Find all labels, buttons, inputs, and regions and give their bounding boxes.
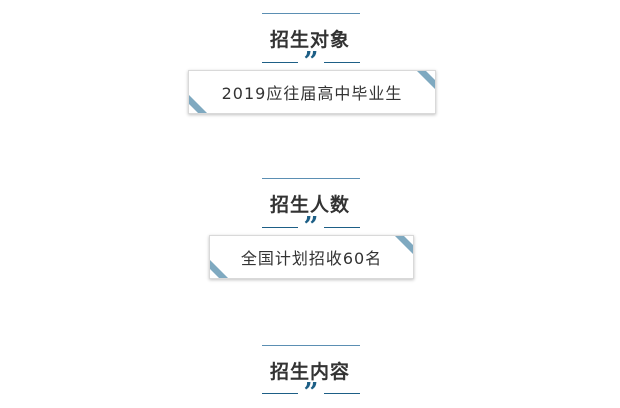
corner-cut-bottom-left <box>210 269 219 278</box>
content-card: 2019应往届高中毕业生 <box>188 70 436 114</box>
quote-divider: ” <box>262 214 360 240</box>
quote-divider: ” <box>262 380 360 406</box>
content-card: 全国计划招收60名 <box>209 235 414 279</box>
section-top-rule <box>262 178 360 179</box>
divider-line-right <box>324 393 360 394</box>
divider-line-left <box>262 393 298 394</box>
corner-cut-bottom-left <box>189 104 198 113</box>
quote-icon: ” <box>303 378 319 408</box>
content-text: 全国计划招收60名 <box>240 249 383 268</box>
section-title: 招生内容 <box>269 361 350 383</box>
quote-icon: ” <box>303 212 319 242</box>
quote-icon: ” <box>303 47 319 77</box>
content-text: 2019应往届高中毕业生 <box>221 84 403 103</box>
section-title: 招生人数 <box>269 194 350 216</box>
quote-divider: ” <box>262 49 360 75</box>
divider-line-left <box>262 227 298 228</box>
divider-line-right <box>324 227 360 228</box>
corner-cut-top-right <box>404 236 413 245</box>
corner-cut-top-right <box>426 71 435 80</box>
section-top-rule <box>262 345 360 346</box>
section-title: 招生对象 <box>269 29 350 51</box>
divider-line-right <box>324 62 360 63</box>
section-top-rule <box>262 13 360 14</box>
divider-line-left <box>262 62 298 63</box>
